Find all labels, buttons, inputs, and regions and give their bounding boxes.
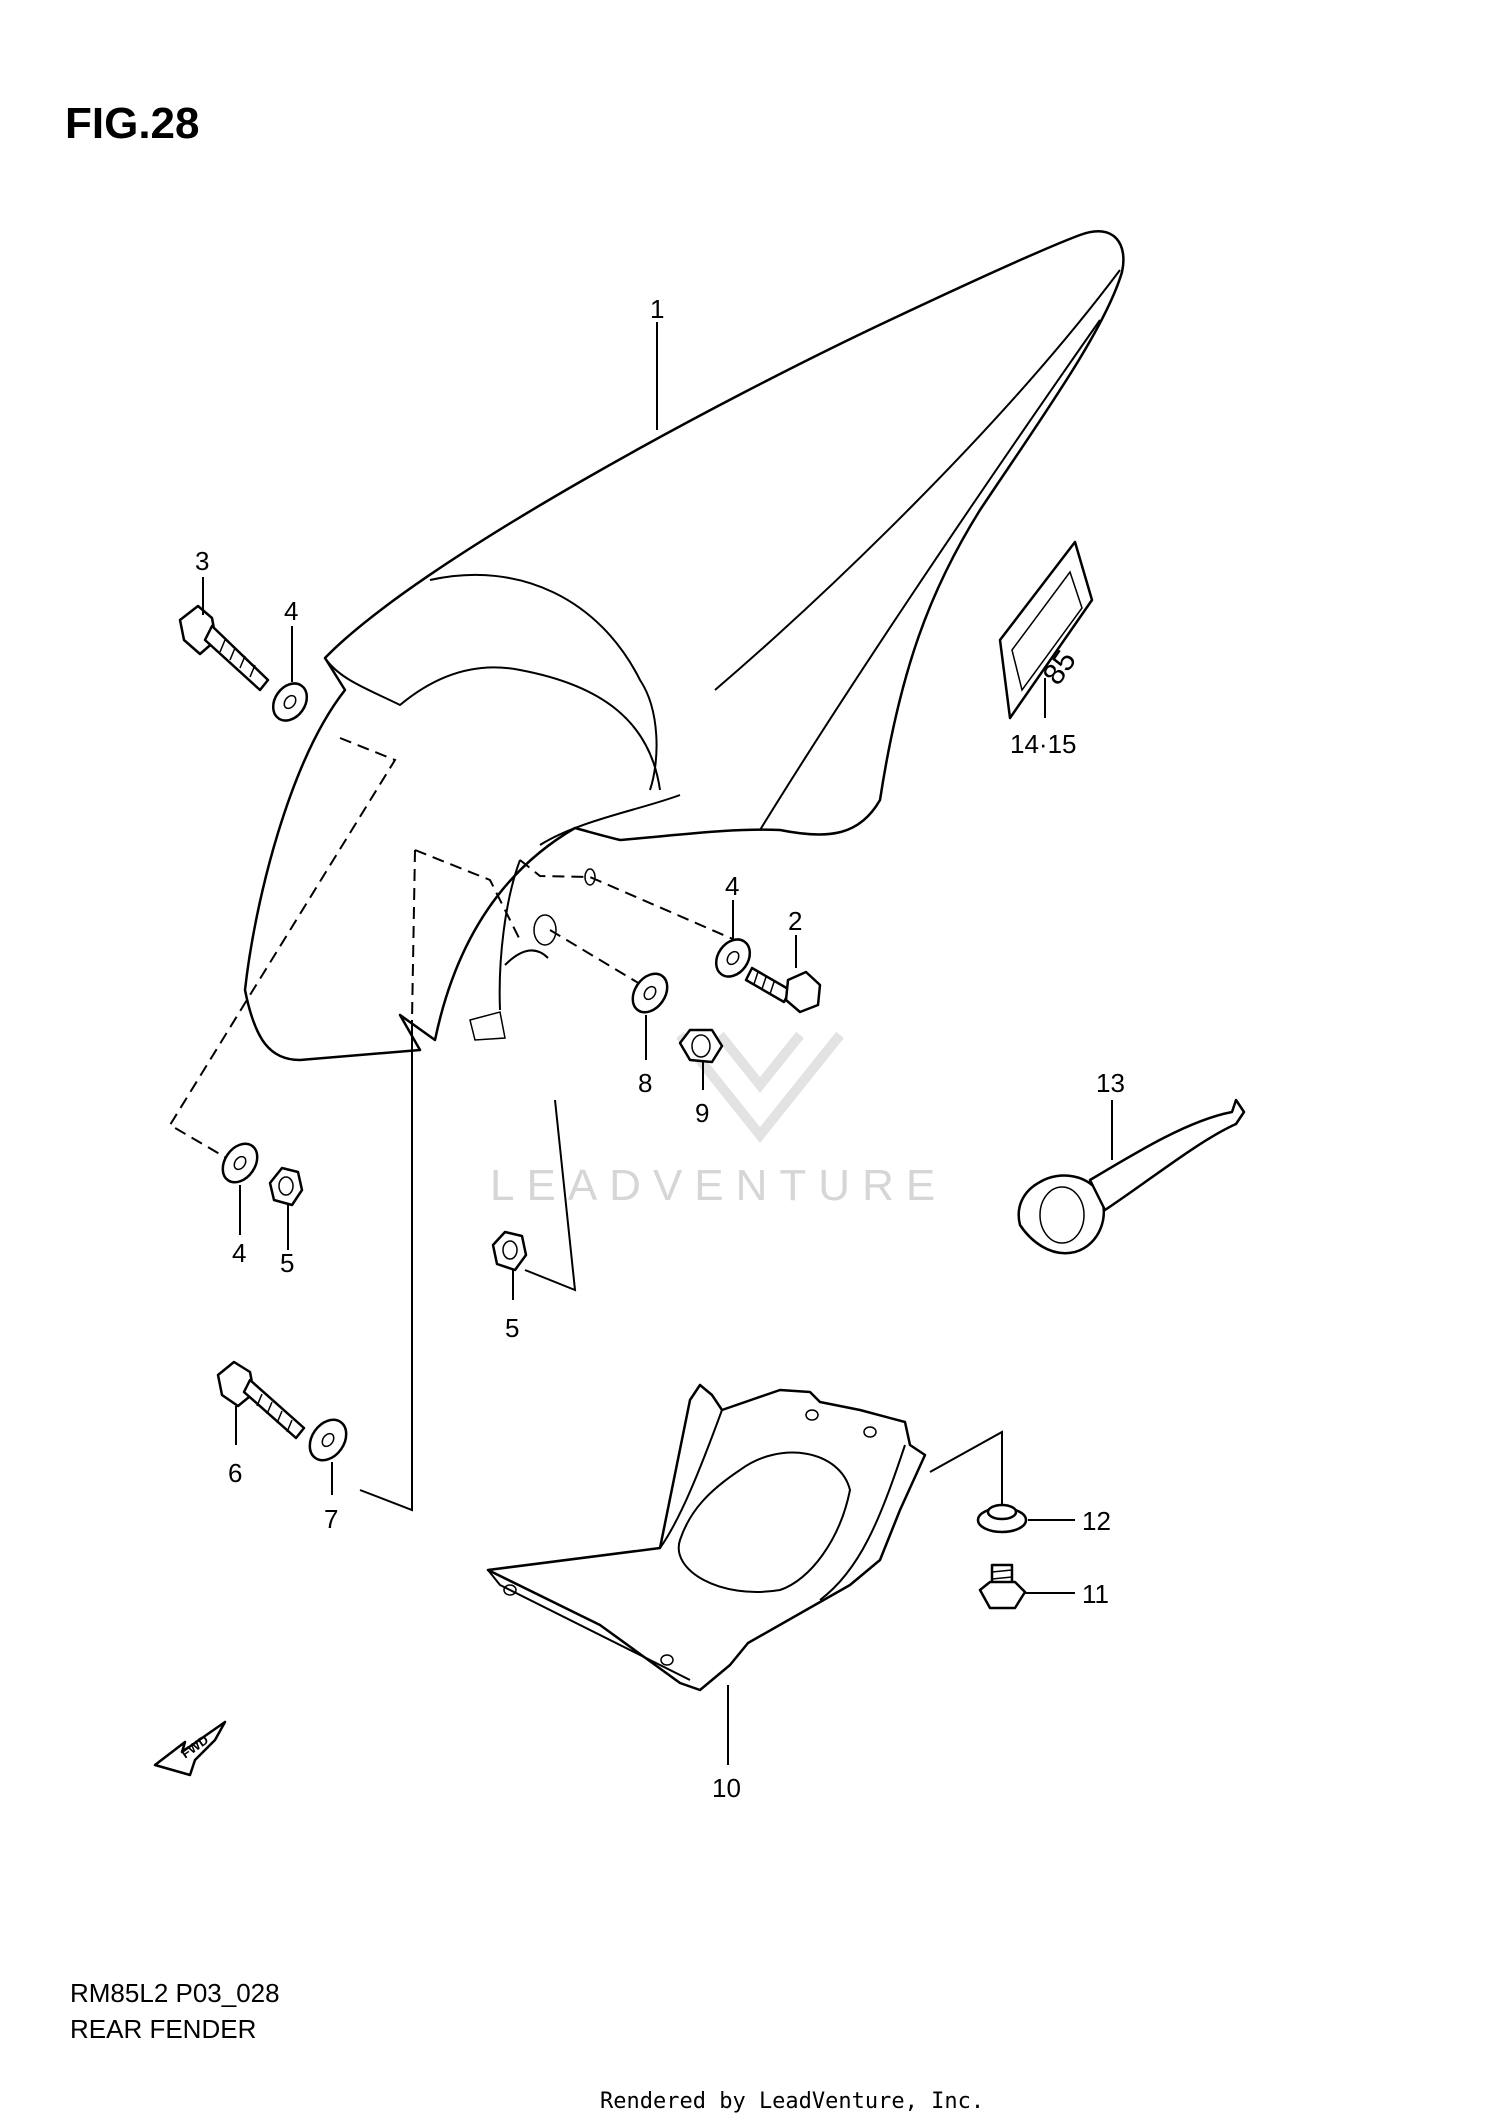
callout-5-mid: 5 [505, 1313, 519, 1343]
watermark-logo-shape [676, 1031, 844, 1144]
callout-10: 10 [712, 1773, 741, 1803]
callout-4-top: 4 [284, 596, 298, 626]
figure-title: FIG.28 [65, 99, 200, 148]
assembly-line-nut5 [524, 1099, 577, 1292]
callout-13: 13 [1096, 1068, 1125, 1098]
nut-5-left-part [268, 1166, 304, 1207]
washer-4-right-part [714, 938, 752, 978]
assembly-line-washer8 [549, 929, 651, 991]
assembly-line-lower [359, 1020, 413, 1512]
rendered-by: Rendered by LeadVenture, Inc. [600, 2089, 984, 2114]
nut-5-mid-part [491, 1230, 528, 1272]
assembly-line-mid-2 [414, 849, 521, 941]
section-name: REAR FENDER [70, 2014, 256, 2044]
model-code: RM85L2 P03_028 [70, 1978, 280, 2008]
washer-4-left-part [221, 1142, 259, 1184]
nut-9-part [678, 1028, 724, 1064]
bolt-2-part [744, 966, 822, 1014]
rear-fender-part [243, 230, 1125, 1062]
callout-12: 12 [1082, 1506, 1111, 1536]
mudguard-10-part [486, 1383, 927, 1692]
callout-11: 11 [1082, 1579, 1109, 1609]
washer-8-part [631, 972, 669, 1014]
watermark-text: LEADVENTURE [490, 1161, 947, 1210]
bolt-11-part [978, 1563, 1027, 1610]
callout-4-left: 4 [232, 1238, 246, 1268]
forward-direction-arrow: FWD [153, 1720, 227, 1777]
callout-2: 2 [788, 906, 802, 936]
assembly-line-mid [411, 849, 416, 1021]
callout-1: 1 [650, 294, 664, 324]
callout-8: 8 [638, 1068, 652, 1098]
callout-5-left: 5 [280, 1248, 294, 1278]
callout-3: 3 [195, 546, 209, 576]
assembly-line-right [519, 859, 736, 941]
callout-4-right: 4 [725, 871, 739, 901]
callout-9: 9 [695, 1098, 709, 1128]
washer-7-part [308, 1418, 348, 1462]
assembly-line-left [168, 737, 397, 1161]
bolt-6-part [216, 1360, 306, 1440]
bolt-3-part [178, 604, 270, 692]
callout-7: 7 [324, 1504, 338, 1534]
tool-13-part [1017, 1098, 1246, 1255]
callout-14-15: 14·15 [1010, 729, 1077, 759]
leadventure-watermark: LEADVENTURE [490, 1031, 947, 1210]
assembly-line-mudguard [929, 1430, 1003, 1505]
washer-4-top-part [271, 682, 309, 722]
nut-12-part [976, 1503, 1028, 1534]
callout-6: 6 [228, 1458, 242, 1488]
